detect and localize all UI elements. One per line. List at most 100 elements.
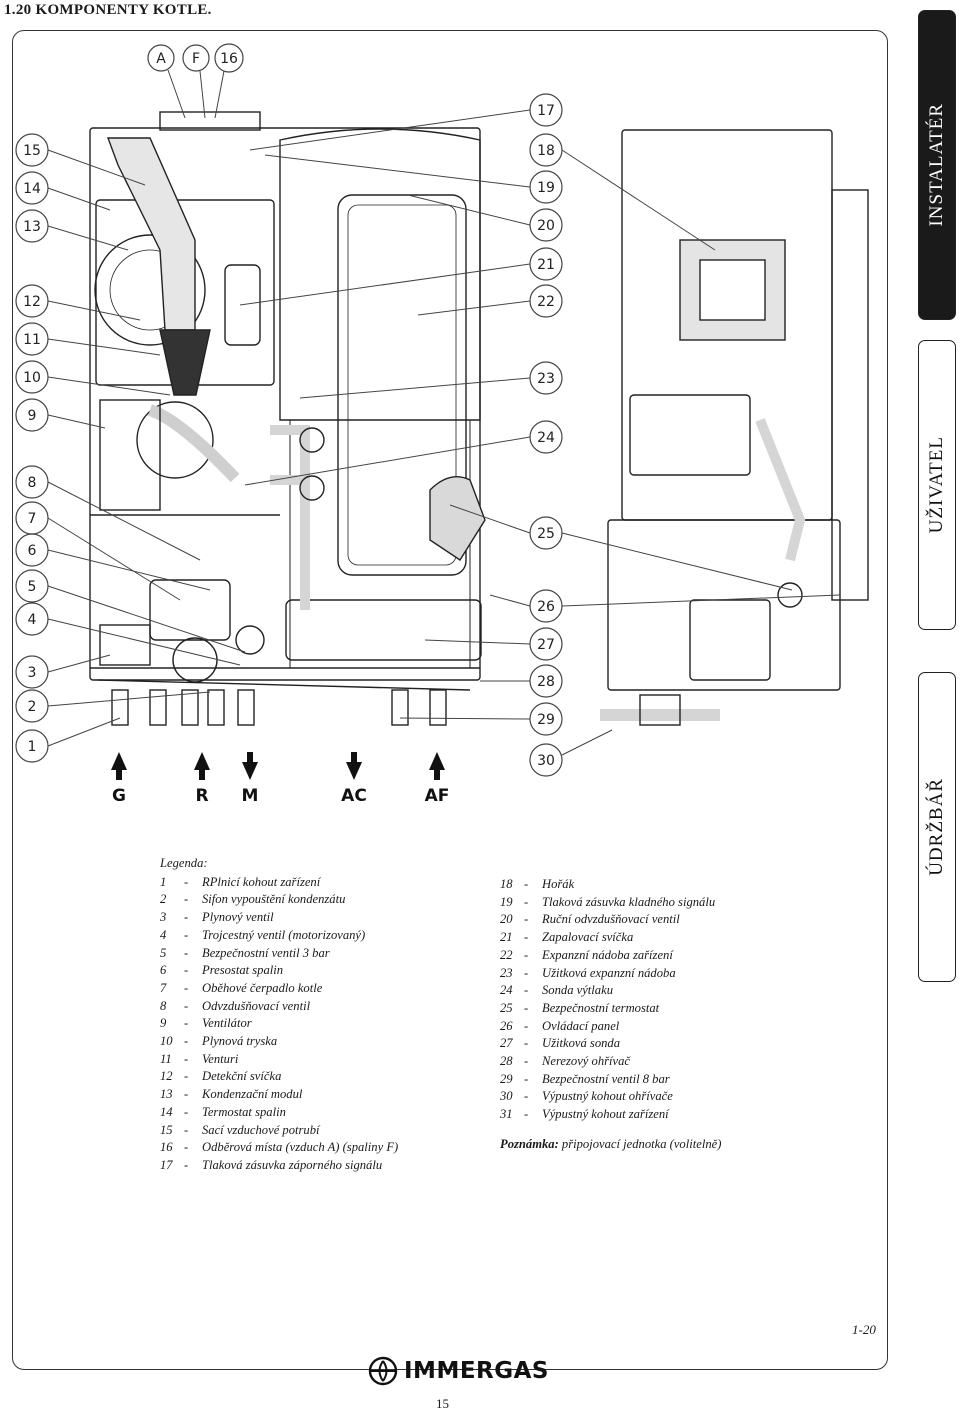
legend-heading: Legenda: <box>160 856 208 870</box>
legend-item: 10-Plynová tryska <box>160 1033 398 1051</box>
legend-item: 9-Ventilátor <box>160 1015 398 1033</box>
callout-28: 28 <box>480 664 563 698</box>
svg-text:9: 9 <box>28 408 37 424</box>
legend-item-number: 10 <box>160 1034 173 1049</box>
legend-item-text: Výpustný kohout zařízení <box>542 1107 669 1122</box>
tab-maintenance[interactable]: ÚDRŽBÁŘ <box>918 672 956 982</box>
legend-item-dash: - <box>184 1122 189 1137</box>
legend-item-text: Oběhové čerpadlo kotle <box>202 980 323 995</box>
legend-item: 19-Tlaková zásuvka kladného signálu <box>500 894 721 912</box>
legend-item: 27-Užitková sonda <box>500 1035 721 1053</box>
brand-logo: IMMERGAS <box>368 1356 549 1386</box>
callout-24: 24 <box>244 420 563 486</box>
callout-23: 23 <box>299 361 563 399</box>
legend-item: 31-Výpustný kohout zařízení <box>500 1106 721 1124</box>
callout-11: 11 <box>15 322 161 356</box>
legend-item-number: 31 <box>500 1107 513 1122</box>
connection-AC: AC <box>341 752 367 806</box>
legend-item-dash: - <box>524 965 529 980</box>
legend-item-number: 18 <box>500 877 513 891</box>
right-callouts: 17 18 19 20 21 22 23 24 25 26 27 28 29 3… <box>239 93 841 777</box>
legend-item-text: Termostat spalin <box>202 1104 286 1119</box>
figure-frame <box>12 30 888 1370</box>
svg-text:14: 14 <box>23 181 41 197</box>
legend-item: 30-Výpustný kohout ohřívače <box>500 1088 721 1106</box>
legend-item-number: 20 <box>500 912 513 927</box>
legend-item-dash: - <box>524 912 529 927</box>
legend-item-number: 30 <box>500 1089 513 1104</box>
tab-installer[interactable]: INSTALATÉR <box>918 10 956 320</box>
callout-8: 8 <box>15 465 201 561</box>
legend-item-dash: - <box>524 894 529 909</box>
callout-4: 4 <box>15 602 241 666</box>
legend-item: 14-Termostat spalin <box>160 1104 398 1122</box>
legend-item-number: 19 <box>500 894 513 909</box>
legend-item: 11-Venturi <box>160 1051 398 1069</box>
legend-item-number: 13 <box>160 1087 173 1102</box>
svg-text:28: 28 <box>537 674 555 690</box>
svg-text:2: 2 <box>28 699 37 715</box>
legend-item-dash: - <box>524 1071 529 1086</box>
legend-item-number: 26 <box>500 1018 513 1033</box>
legend-item-dash: - <box>184 998 189 1013</box>
callout-F: F <box>182 44 210 119</box>
callout-17: 17 <box>249 93 563 151</box>
legend-item: 7-Oběhové čerpadlo kotle <box>160 980 398 998</box>
callout-7: 7 <box>15 501 181 601</box>
svg-text:29: 29 <box>537 712 555 728</box>
svg-text:12: 12 <box>23 294 41 310</box>
legend-item-text: Zapalovací svíčka <box>542 930 634 945</box>
callout-19: 19 <box>264 154 563 204</box>
legend-item: 12-Detekční svíčka <box>160 1068 398 1086</box>
boiler-front-view <box>89 111 486 726</box>
svg-text:8: 8 <box>28 475 37 491</box>
legend-item-text: Nerezový ohřívač <box>542 1054 631 1069</box>
svg-text:1: 1 <box>28 739 37 755</box>
svg-text:26: 26 <box>537 599 555 615</box>
legend-item-text: Ovládací panel <box>542 1018 620 1033</box>
legend-item-text: Sací vzduchové potrubí <box>202 1122 320 1137</box>
legend-item-number: 28 <box>500 1054 513 1069</box>
svg-text:22: 22 <box>537 294 555 310</box>
callout-25: 25 <box>449 504 793 591</box>
legend-item-text: Detekční svíčka <box>202 1069 282 1084</box>
legend-item-dash: - <box>524 983 529 998</box>
svg-text:30: 30 <box>537 753 555 769</box>
legend-item-dash: - <box>184 910 189 925</box>
legend-item-number: 21 <box>500 930 513 945</box>
legend-item-number: 29 <box>500 1071 513 1086</box>
legend-item: 2-Sifon vypouštění kondenzátu <box>160 891 398 909</box>
legend-item-dash: - <box>184 1069 189 1084</box>
svg-text:7: 7 <box>28 511 37 527</box>
legend-item: 18-Hořák <box>500 876 721 894</box>
legend-item-number: 25 <box>500 1000 513 1015</box>
legend-item-dash: - <box>184 1157 189 1172</box>
legend-item-text: Ruční odvzdušňovací ventil <box>542 912 680 927</box>
legend-item-dash: - <box>184 1140 189 1155</box>
svg-text:4: 4 <box>28 612 37 628</box>
legend-item-dash: - <box>524 1107 529 1122</box>
legend-item-text: Presostat spalin <box>202 963 284 978</box>
legend-item: 23-Užitková expanzní nádoba <box>500 965 721 983</box>
svg-text:AF: AF <box>425 786 450 806</box>
legend-item-number: 5 <box>160 945 167 960</box>
tab-user[interactable]: UŽIVATEL <box>918 340 956 630</box>
legend-item-text: Trojcestný ventil (motorizovaný) <box>202 927 366 942</box>
legend-item: 16-Odběrová místa (vzduch A) (spaliny F) <box>160 1139 398 1157</box>
legend-item-text: Odvzdušňovací ventil <box>202 998 311 1013</box>
page-number: 15 <box>436 1396 449 1411</box>
legend-item-number: 27 <box>500 1036 513 1051</box>
legend-item-dash: - <box>524 1036 529 1051</box>
legend-item-dash: - <box>184 963 189 978</box>
callout-A: A <box>147 44 186 119</box>
svg-text:17: 17 <box>537 103 555 119</box>
callout-20: 20 <box>407 194 563 242</box>
svg-text:3: 3 <box>28 665 37 681</box>
legend-item: 6-Presostat spalin <box>160 962 398 980</box>
legend-item-text: Tlaková zásuvka kladného signálu <box>542 894 716 909</box>
boiler-diagram: A F 16 15 14 13 12 11 10 9 8 7 6 5 4 3 2… <box>15 43 869 806</box>
legend-item-number: 22 <box>500 947 513 962</box>
legend-item-text: Bezpečnostní ventil 8 bar <box>542 1071 670 1086</box>
callout-27: 27 <box>424 627 563 661</box>
legend-item: 13-Kondenzační modul <box>160 1086 398 1104</box>
